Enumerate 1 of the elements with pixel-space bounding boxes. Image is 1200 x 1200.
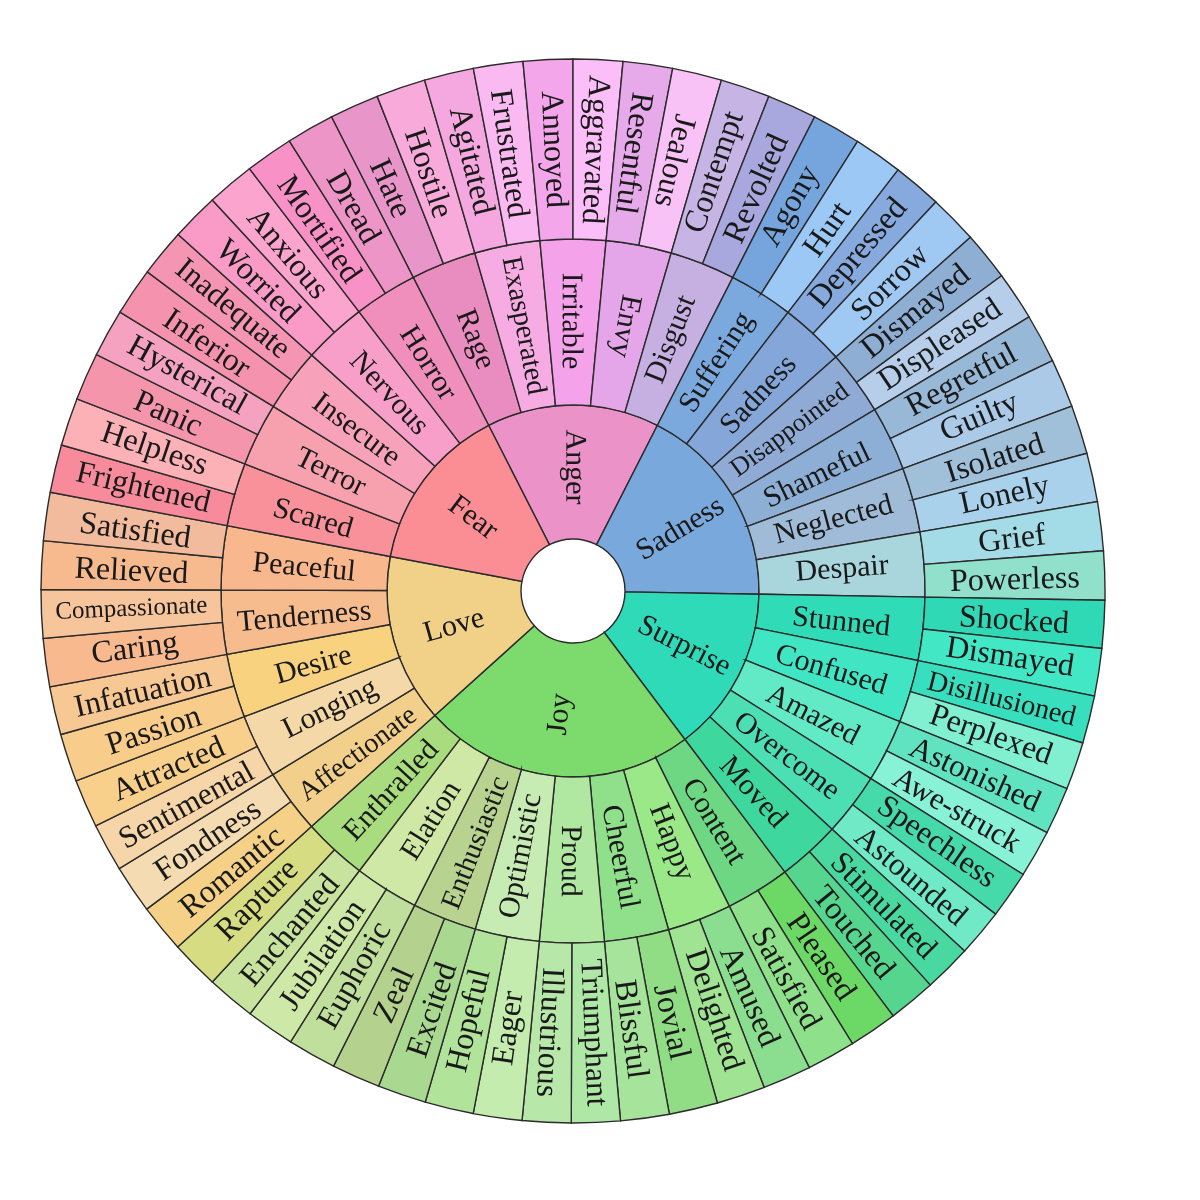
ring-segment: Powerless [923, 550, 1106, 601]
